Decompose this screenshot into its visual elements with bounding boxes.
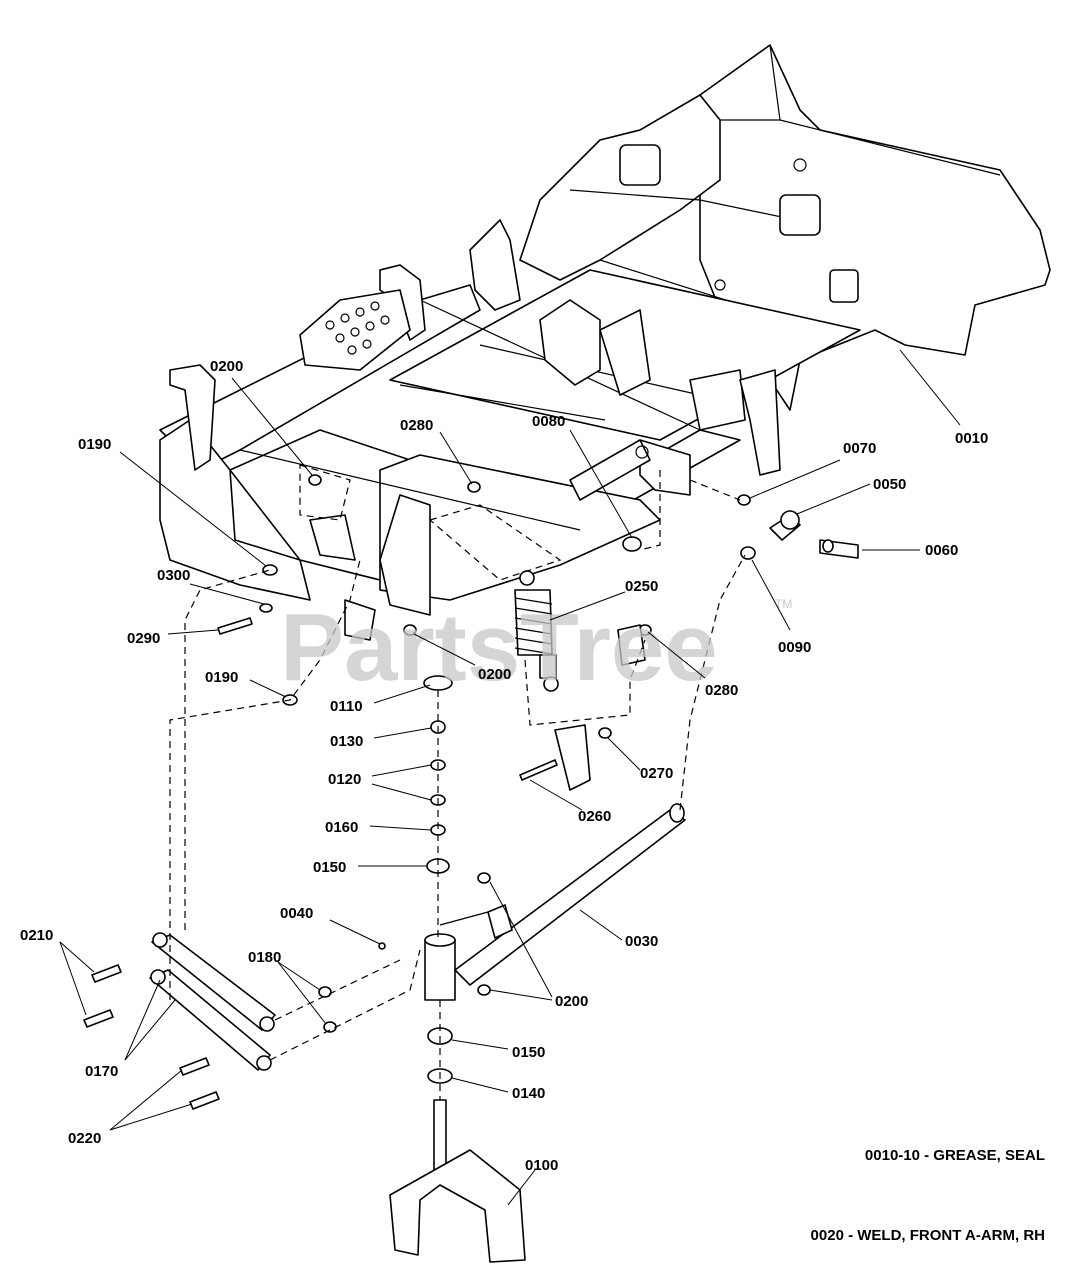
callout-0290[interactable]: 0290 <box>127 630 160 647</box>
frame-assembly <box>159 44 1051 641</box>
callout-0210[interactable]: 0210 <box>20 927 53 944</box>
kingpin-stack <box>423 675 456 1100</box>
callout-0200-mid[interactable]: 0200 <box>478 666 511 683</box>
callout-labels: 0010 0030 0040 0050 0060 0070 0080 0090 … <box>20 358 988 1174</box>
callout-0050[interactable]: 0050 <box>873 476 906 493</box>
leader-lines <box>59 349 961 1206</box>
foot-plate-holes <box>325 301 390 355</box>
link-rods <box>83 932 276 1110</box>
callout-0280-top[interactable]: 0280 <box>400 417 433 434</box>
callout-0140[interactable]: 0140 <box>512 1085 545 1102</box>
caster-fork <box>389 1099 526 1263</box>
a-arm-tube <box>439 803 686 986</box>
callout-0030[interactable]: 0030 <box>625 933 658 950</box>
note-grease-seal: 0010-10 - GREASE, SEAL <box>865 1147 1045 1164</box>
callout-0200-bottom[interactable]: 0200 <box>555 993 588 1010</box>
callout-0250[interactable]: 0250 <box>625 578 658 595</box>
callout-0100[interactable]: 0100 <box>525 1157 558 1174</box>
callout-0060[interactable]: 0060 <box>925 542 958 559</box>
callout-0160[interactable]: 0160 <box>325 819 358 836</box>
callout-0090[interactable]: 0090 <box>778 639 811 656</box>
callout-0190-lower[interactable]: 0190 <box>205 669 238 686</box>
callout-0180[interactable]: 0180 <box>248 949 281 966</box>
callout-0220[interactable]: 0220 <box>68 1130 101 1147</box>
callout-0280-right[interactable]: 0280 <box>705 682 738 699</box>
callout-0130[interactable]: 0130 <box>330 733 363 750</box>
callout-0120[interactable]: 0120 <box>328 771 361 788</box>
callout-0190-upper[interactable]: 0190 <box>78 436 111 453</box>
callout-0200-top[interactable]: 0200 <box>210 358 243 375</box>
assembly-paths <box>169 464 746 1061</box>
callout-0150-upper[interactable]: 0150 <box>313 859 346 876</box>
small-hardware <box>217 474 859 1033</box>
callout-0300[interactable]: 0300 <box>157 567 190 584</box>
callout-0080[interactable]: 0080 <box>532 413 565 430</box>
callout-0170[interactable]: 0170 <box>85 1063 118 1080</box>
callout-0070[interactable]: 0070 <box>843 440 876 457</box>
watermark: PartsTree <box>280 594 718 701</box>
callout-0270[interactable]: 0270 <box>640 765 673 782</box>
note-weld-front-a-arm: 0020 - WELD, FRONT A-ARM, RH <box>811 1227 1045 1244</box>
callout-0110[interactable]: 0110 <box>330 698 363 715</box>
callout-0150-lower[interactable]: 0150 <box>512 1044 545 1061</box>
callout-0010[interactable]: 0010 <box>955 430 988 447</box>
callout-0040[interactable]: 0040 <box>280 905 313 922</box>
watermark-trademark: TM <box>775 597 792 611</box>
callout-0260[interactable]: 0260 <box>578 808 611 825</box>
